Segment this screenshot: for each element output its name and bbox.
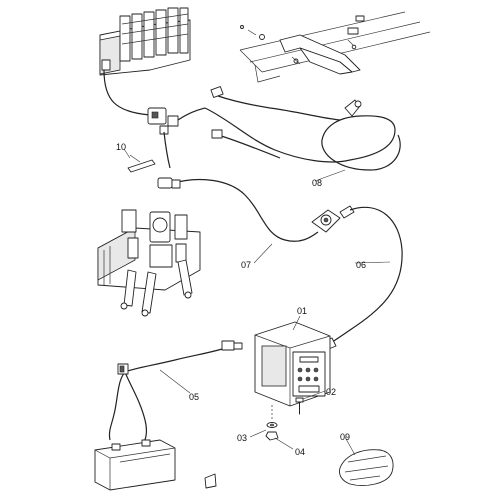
cable-06: [321, 206, 403, 351]
callout-08: 08: [312, 178, 322, 188]
cable-07: [157, 177, 319, 242]
part-09-bag: [339, 449, 394, 486]
callout-07: 07: [241, 260, 251, 270]
callout-04: 04: [295, 447, 305, 457]
callout-03: 03: [237, 433, 247, 443]
small-wedge: [204, 473, 217, 489]
cable-08: [204, 86, 401, 171]
battery: [94, 439, 176, 491]
callout-leaders: [123, 148, 391, 456]
part-03-washer: [266, 422, 278, 428]
callout-06: 06: [356, 260, 366, 270]
cable-05: [108, 340, 243, 443]
callout-10: 10: [116, 142, 126, 152]
junction-connector: [311, 205, 355, 233]
part-02-screw: [295, 397, 304, 415]
hydraulic-valve-assembly: [97, 209, 201, 317]
frame-bracket-assembly: [239, 11, 431, 83]
valve-block: [99, 7, 191, 76]
callout-01: 01: [297, 306, 307, 316]
callout-09: 09: [340, 432, 350, 442]
callout-02: 02: [326, 387, 336, 397]
callout-05: 05: [189, 392, 199, 402]
control-box-01: [254, 321, 331, 407]
cable-splitter: [147, 107, 179, 135]
part-10-fitting: [127, 154, 156, 173]
